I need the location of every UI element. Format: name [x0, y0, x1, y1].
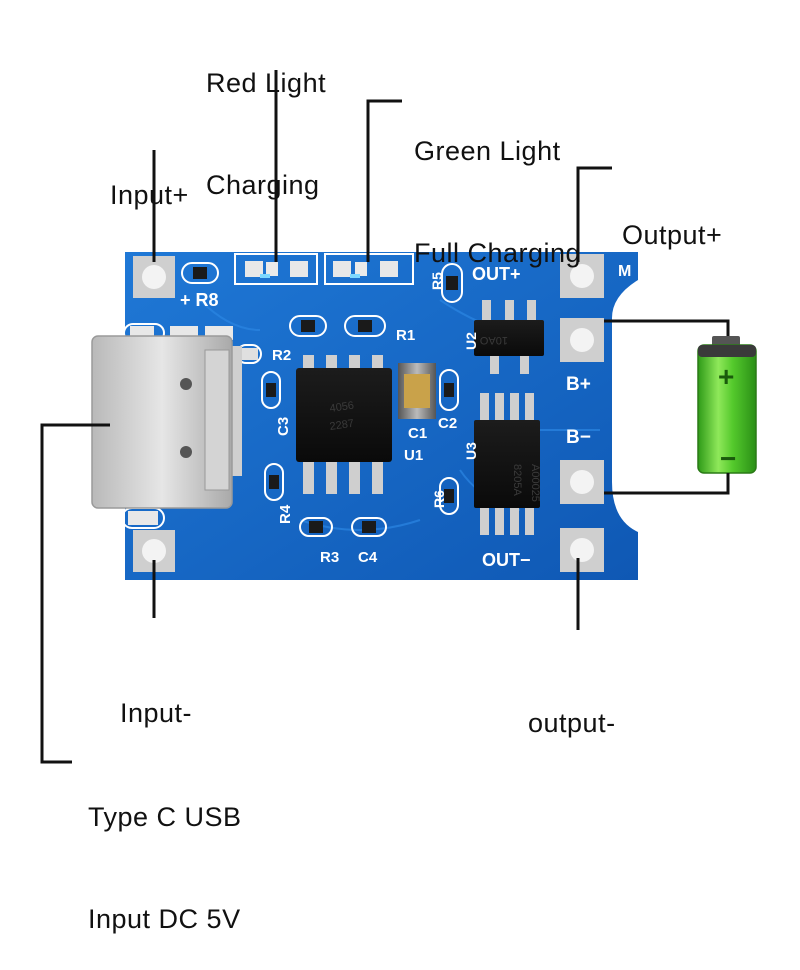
silk-out-plus: OUT+	[472, 264, 521, 284]
chip-u2	[474, 300, 544, 374]
pad-b-plus	[560, 318, 604, 362]
callout-type-c: Type C USB Input DC 5V	[88, 732, 242, 970]
pad-b-minus	[560, 460, 604, 504]
callout-type-c-line1: Type C USB	[88, 802, 242, 832]
callout-type-c-line2: Input DC 5V	[88, 904, 241, 934]
callout-green-light-line1: Green Light	[414, 136, 561, 166]
silk-plus-r8: + R8	[180, 290, 219, 310]
callout-input-minus: Input-	[120, 628, 192, 764]
callout-output-minus-text: output-	[528, 708, 616, 738]
silk-c2: C2	[438, 415, 457, 432]
silk-r1: R1	[396, 327, 415, 344]
silk-u1: U1	[404, 447, 423, 464]
pad-input-plus	[133, 256, 175, 298]
silk-b-minus: B−	[566, 427, 591, 448]
red-led-box	[234, 253, 318, 285]
leader-battery-minus	[604, 473, 730, 495]
chip-u1-line2: 2287	[329, 418, 355, 433]
module-diagram: 4056 2287 10AO 8205A A00025	[40, 0, 757, 934]
callout-red-light-line2: Charging	[206, 170, 320, 200]
silk-out-minus: OUT−	[482, 550, 531, 570]
leader-output-plus	[576, 166, 612, 262]
chip-u1-line1: 4056	[329, 400, 355, 415]
silk-c1: C1	[408, 425, 427, 442]
battery-plus: +	[718, 361, 734, 392]
silk-c4: C4	[358, 549, 378, 566]
pad-out-plus	[560, 254, 604, 298]
silk-c3: C3	[275, 417, 292, 436]
silk-r2: R2	[272, 347, 291, 364]
silk-u3: U3	[463, 442, 479, 460]
battery-minus: −	[720, 443, 736, 474]
diagram-svg: 4056 2287 10AO 8205A A00025	[40, 70, 757, 764]
silk-r5: R5	[429, 272, 445, 290]
callout-output-plus: Output+	[622, 150, 722, 286]
leader-green-light	[366, 99, 402, 262]
chip-u3	[474, 393, 540, 535]
chip-u2-text: 10AO	[479, 334, 508, 346]
silk-b-plus: B+	[566, 374, 591, 395]
callout-red-light-line1: Red Light	[206, 68, 327, 98]
chip-u3-line2: A00025	[529, 464, 541, 502]
callout-output-plus-text: Output+	[622, 220, 723, 250]
callout-input-minus-text: Input-	[120, 698, 193, 728]
chip-u1	[296, 355, 392, 494]
silk-r3: R3	[320, 549, 339, 566]
pad-out-minus	[560, 528, 604, 572]
leader-type-c	[40, 423, 110, 764]
usb-c-connector	[91, 335, 242, 509]
callout-output-minus: output-	[528, 638, 616, 774]
silk-m: M	[618, 263, 631, 280]
silk-u2: U2	[463, 332, 479, 350]
callout-input-plus: Input+	[110, 110, 189, 246]
callout-green-light-line2: Full Charging	[414, 238, 582, 268]
silk-r6: R6	[431, 490, 447, 508]
callout-green-light: Green Light Full Charging	[414, 66, 581, 304]
callout-input-plus-text: Input+	[110, 180, 189, 210]
smd-resistor-bodies	[193, 267, 458, 533]
smd-parts	[121, 262, 463, 537]
leader-battery-plus	[604, 319, 730, 336]
leader-lines	[40, 70, 730, 764]
capacitor-c1	[398, 363, 436, 419]
chip-u3-line1: 8205A	[511, 464, 523, 496]
callout-red-light: Red Light Charging	[206, 0, 326, 236]
silk-r4: R4	[277, 504, 294, 524]
